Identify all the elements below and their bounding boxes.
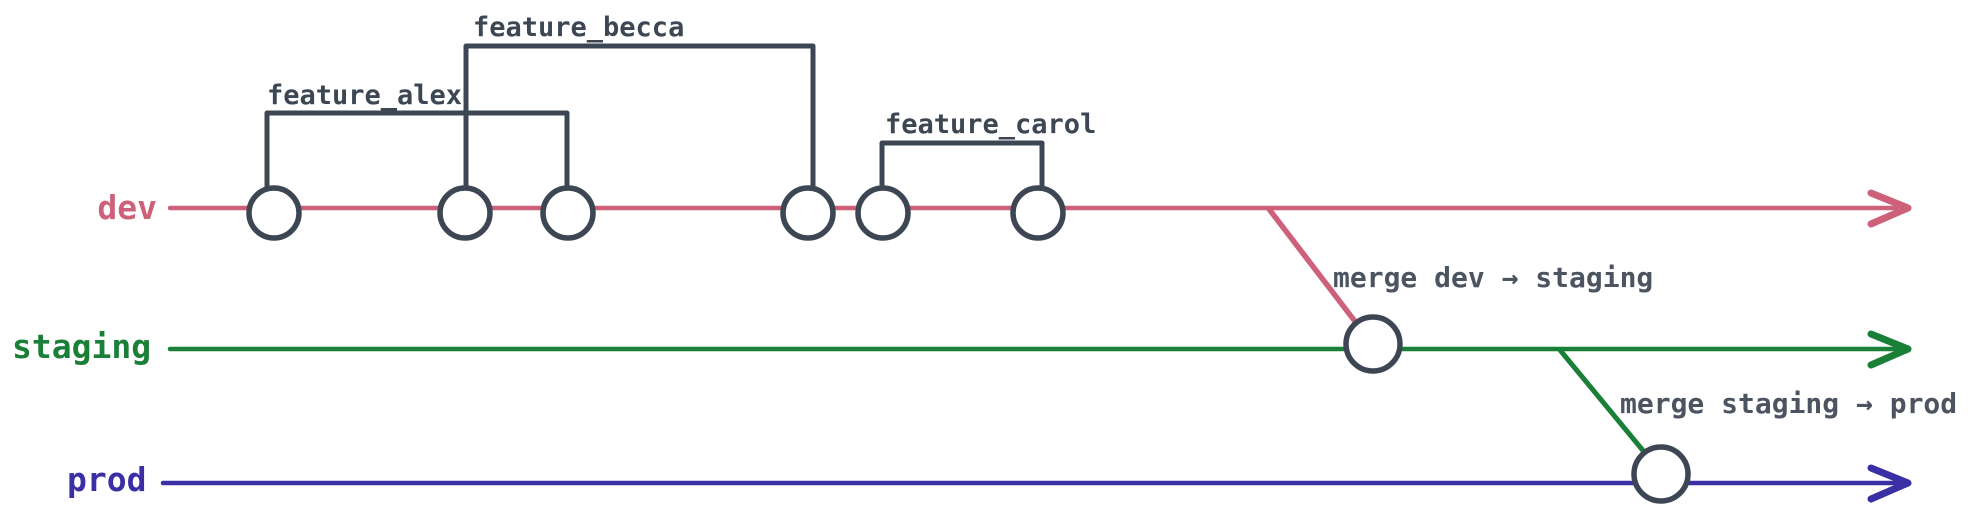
dev-commit-node-2 (437, 185, 493, 241)
feature-carol-label: feature_carol (885, 109, 1096, 140)
merge-dev-to-staging-label: merge dev → staging (1333, 261, 1653, 294)
staging-branch-label: staging (12, 327, 151, 366)
merge-staging-to-prod-label: merge staging → prod (1620, 387, 1957, 420)
merge-line-dev-to-staging (1266, 206, 1360, 327)
feature-brackets (264, 43, 1045, 193)
dev-branch-label: dev (97, 188, 157, 227)
staging-merge-commit-node (1343, 314, 1403, 374)
prod-merge-commit-node (1631, 444, 1691, 504)
feature-carol-bracket (879, 140, 1045, 193)
dev-commit-node-5 (855, 185, 911, 241)
merge-line-staging-to-prod (1557, 347, 1648, 456)
prod-arrowhead-icon (1867, 464, 1912, 503)
dev-commit-node-1 (246, 185, 302, 241)
staging-branch (167, 330, 1912, 456)
staging-arrowhead-icon (1867, 330, 1912, 369)
dev-arrowhead-icon (1867, 189, 1912, 228)
commit-nodes (246, 185, 1691, 504)
feature-alex-bracket (264, 110, 570, 193)
prod-branch (160, 464, 1912, 503)
dev-commit-node-4 (780, 185, 836, 241)
feature-becca-bracket (463, 43, 816, 193)
feature-alex-label: feature_alex (267, 80, 462, 111)
prod-branch-label: prod (67, 460, 146, 499)
dev-commit-node-6 (1010, 185, 1066, 241)
dev-commit-node-3 (540, 185, 596, 241)
feature-becca-label: feature_becca (473, 12, 684, 43)
